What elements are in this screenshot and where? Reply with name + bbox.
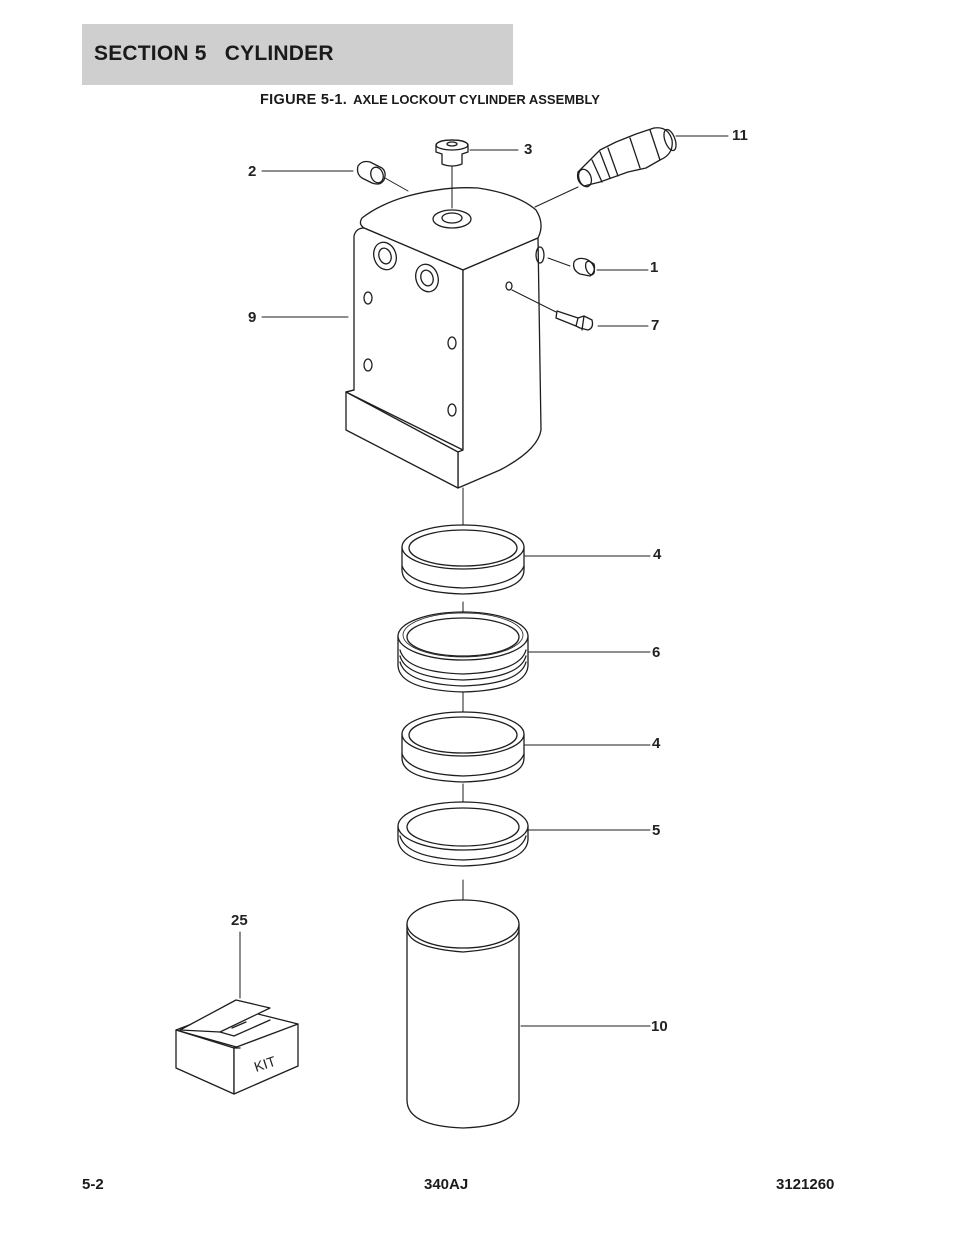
callout-9: 9 <box>248 309 256 326</box>
section-title: SECTION 5 CYLINDER <box>94 42 334 65</box>
callout-3: 3 <box>524 141 532 158</box>
cartridge-valve-item-11 <box>576 127 677 188</box>
piston-item-10 <box>406 899 520 1129</box>
kit-box-item-25 <box>175 999 299 1095</box>
callout-5: 5 <box>652 822 660 839</box>
section-header-band: SECTION 5 CYLINDER <box>82 24 513 85</box>
footer-doc-number: 3121260 <box>776 1176 835 1193</box>
figure-caption: FIGURE 5-1. AXLE LOCKOUT CYLINDER ASSEMBL… <box>260 92 600 108</box>
wear-ring-item-4-upper <box>401 524 525 595</box>
callout-4-upper: 4 <box>653 546 662 563</box>
threaded-gland-item-6 <box>397 611 529 693</box>
seal-item-5 <box>397 801 529 867</box>
callout-4-lower: 4 <box>652 735 661 752</box>
kit-box-label: KIT <box>252 1053 278 1075</box>
callout-11: 11 <box>732 127 748 144</box>
plug-item-1 <box>572 257 596 277</box>
callout-25: 25 <box>231 912 248 929</box>
footer-model: 340AJ <box>424 1176 469 1193</box>
callout-7: 7 <box>651 317 659 334</box>
callout-2: 2 <box>248 163 256 180</box>
footer-page-number: 5-2 <box>82 1176 104 1193</box>
cap-item-3 <box>435 139 469 167</box>
figure-label: FIGURE 5-1. <box>260 92 348 108</box>
callout-6: 6 <box>652 644 660 661</box>
callout-1: 1 <box>650 259 658 276</box>
callout-labels: 2 3 11 1 7 9 4 6 4 5 10 25 KIT <box>231 127 748 1075</box>
figure-title: AXLE LOCKOUT CYLINDER ASSEMBLY <box>353 92 600 107</box>
callout-10: 10 <box>651 1018 668 1035</box>
plug-item-2 <box>356 160 386 185</box>
cylinder-body-block <box>345 187 545 489</box>
wear-ring-item-4-lower <box>401 711 525 783</box>
fitting-item-7 <box>555 310 594 331</box>
